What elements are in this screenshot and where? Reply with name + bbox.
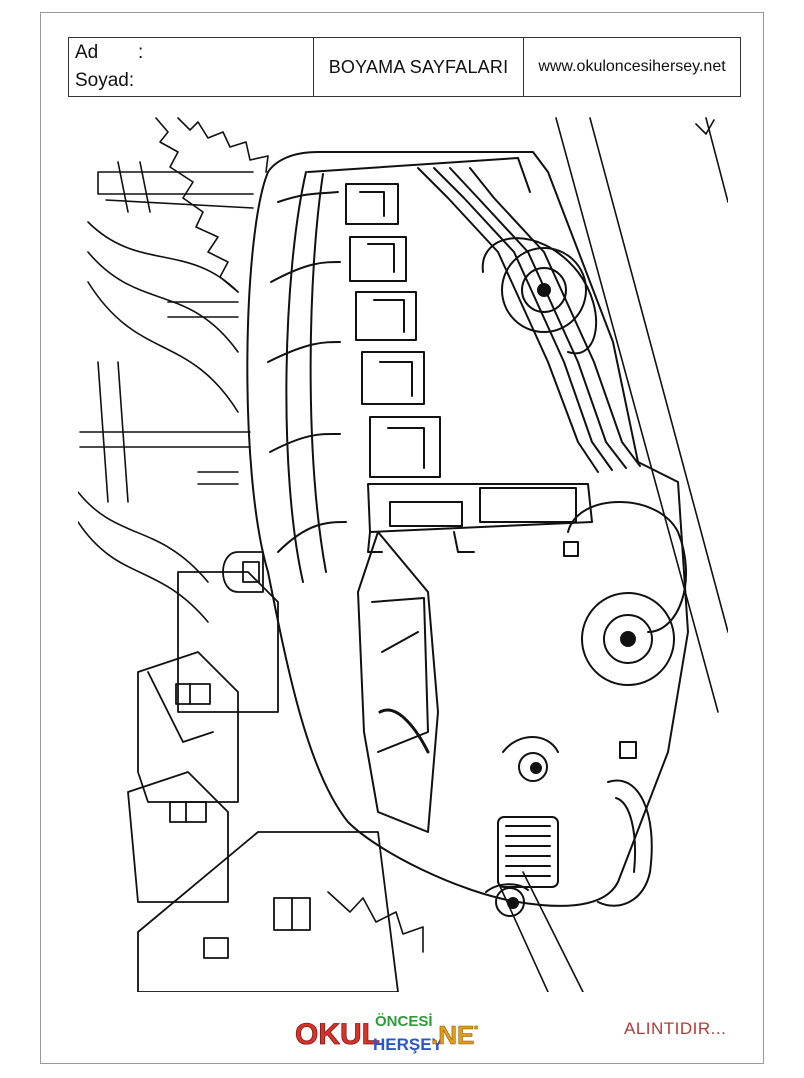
header-table: Ad : Soyad: BOYAMA SAYFALARI www.okulonc… xyxy=(68,37,741,97)
houses xyxy=(127,551,399,992)
bus-body xyxy=(246,151,689,917)
surname-label: Soyad: xyxy=(75,70,135,91)
logo-word-okul: OKUL xyxy=(295,1018,380,1051)
wheels xyxy=(481,237,687,686)
name-fields-cell: Ad : Soyad: xyxy=(69,38,314,96)
website-text: www.okuloncesihersey.net xyxy=(538,58,726,75)
name-line: Ad : xyxy=(75,40,143,66)
credit-text: ALINTIDIR... xyxy=(624,1019,727,1038)
site-logo: OKUL ÖNCESİ HERŞEY .NET xyxy=(295,1013,478,1054)
logo-word-oncesi: ÖNCESİ xyxy=(375,1013,433,1030)
logo-word-hersey: HERŞEY xyxy=(373,1035,444,1054)
page-border xyxy=(40,12,764,1064)
logo-word-net: .NET xyxy=(431,1020,478,1050)
page-title: BOYAMA SAYFALARI xyxy=(314,38,524,96)
trees xyxy=(155,117,424,953)
name-colon: : xyxy=(138,42,144,63)
utility-poles xyxy=(78,161,254,623)
bus-coloring-illustration xyxy=(78,117,728,992)
name-label: Ad xyxy=(75,42,99,63)
